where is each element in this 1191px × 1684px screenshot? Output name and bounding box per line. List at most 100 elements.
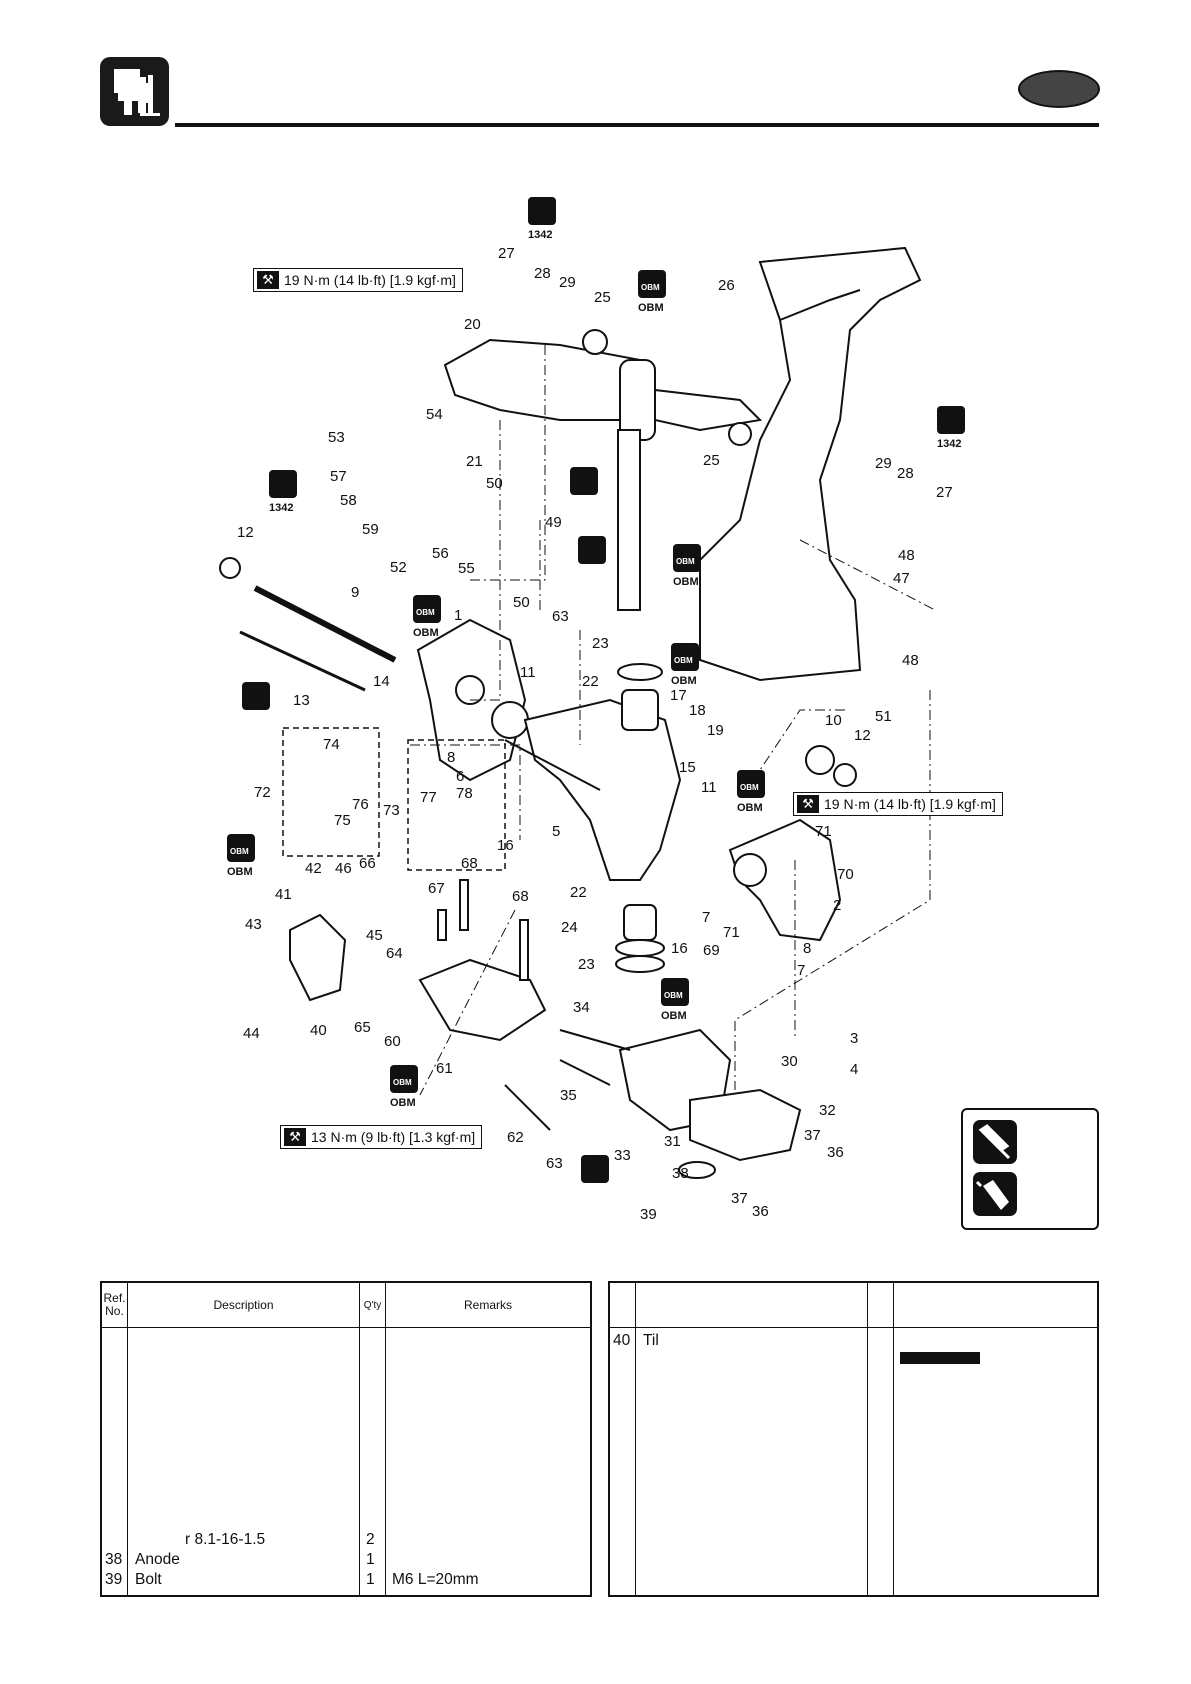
svg-text:9: 9 — [351, 584, 359, 601]
svg-text:33: 33 — [614, 1147, 631, 1164]
svg-text:50: 50 — [486, 475, 503, 492]
svg-text:OBM: OBM — [674, 656, 693, 665]
svg-text:22: 22 — [570, 884, 587, 901]
svg-text:40: 40 — [310, 1022, 327, 1039]
svg-text:1: 1 — [454, 607, 462, 624]
torque-spec-right: ⚒ 19 N·m (14 lb·ft) [1.9 kgf·m] — [793, 792, 1003, 816]
outboard-section-icon — [100, 57, 169, 126]
header-ref-no: Ref. No. — [103, 1291, 126, 1318]
qty-cell: 1 — [366, 1551, 375, 1568]
svg-text:OBM: OBM — [390, 1097, 416, 1109]
svg-text:64: 64 — [386, 945, 403, 962]
parts-table-right: 40 Til — [608, 1281, 1099, 1597]
header-rule — [175, 123, 1099, 127]
parts-table-left: Ref. No. Description Q'ty Remarks r 8.1-… — [100, 1281, 592, 1597]
svg-text:77: 77 — [420, 789, 437, 806]
svg-text:OBM: OBM — [641, 283, 660, 292]
svg-text:23: 23 — [578, 956, 595, 973]
svg-text:2: 2 — [833, 897, 841, 914]
svg-text:63: 63 — [546, 1155, 563, 1172]
svg-text:27: 27 — [936, 484, 953, 501]
wrench-icon: ⚒ — [257, 271, 279, 289]
header-description: Description — [213, 1297, 274, 1312]
language-tab-pill — [1018, 70, 1100, 108]
svg-text:25: 25 — [594, 289, 611, 306]
svg-text:OBM: OBM — [740, 783, 759, 792]
svg-text:47: 47 — [893, 570, 910, 587]
sealant-tube-icon — [973, 1172, 1017, 1216]
ref-cell: 38 — [105, 1551, 123, 1568]
redaction-bar — [900, 1352, 980, 1364]
svg-text:15: 15 — [679, 759, 696, 776]
description-cell: Til — [643, 1332, 659, 1349]
svg-text:1342: 1342 — [269, 502, 293, 514]
svg-text:8: 8 — [447, 749, 455, 766]
qty-cell: 1 — [366, 1571, 375, 1588]
svg-text:3: 3 — [850, 1030, 858, 1047]
svg-text:OBM: OBM — [673, 576, 699, 588]
svg-text:OBM: OBM — [671, 675, 697, 687]
svg-text:36: 36 — [827, 1144, 844, 1161]
svg-text:71: 71 — [815, 823, 832, 840]
description-cell: Bolt — [135, 1571, 162, 1588]
svg-text:12: 12 — [237, 524, 254, 541]
svg-text:61: 61 — [436, 1060, 453, 1077]
svg-text:12: 12 — [854, 727, 871, 744]
svg-text:45: 45 — [366, 927, 383, 944]
svg-text:OBM: OBM — [393, 1078, 412, 1087]
svg-text:OBM: OBM — [661, 1010, 687, 1022]
svg-text:11: 11 — [520, 664, 536, 681]
wrench-icon: ⚒ — [797, 795, 819, 813]
svg-text:OBM: OBM — [227, 866, 253, 878]
svg-text:31: 31 — [664, 1133, 681, 1150]
svg-text:43: 43 — [245, 916, 262, 933]
svg-text:42: 42 — [305, 860, 322, 877]
svg-text:76: 76 — [352, 796, 369, 813]
svg-text:22: 22 — [582, 673, 599, 690]
svg-text:OBM: OBM — [664, 991, 683, 1000]
svg-text:68: 68 — [461, 855, 478, 872]
svg-text:49: 49 — [545, 514, 562, 531]
svg-text:44: 44 — [243, 1025, 260, 1042]
svg-text:67: 67 — [428, 880, 445, 897]
svg-text:11: 11 — [701, 779, 717, 796]
svg-text:25: 25 — [703, 452, 720, 469]
table-header — [610, 1283, 1097, 1328]
svg-text:OBM: OBM — [737, 802, 763, 814]
description-cell: Anode — [135, 1551, 180, 1568]
svg-text:OBM: OBM — [413, 627, 439, 639]
svg-text:30: 30 — [781, 1053, 798, 1070]
svg-text:34: 34 — [573, 999, 590, 1016]
svg-text:57: 57 — [330, 468, 347, 485]
svg-text:14: 14 — [373, 673, 390, 690]
svg-text:4: 4 — [850, 1061, 858, 1078]
svg-text:36: 36 — [752, 1203, 769, 1220]
svg-text:48: 48 — [902, 652, 919, 669]
svg-text:16: 16 — [671, 940, 688, 957]
svg-text:55: 55 — [458, 560, 475, 577]
svg-text:7: 7 — [797, 962, 805, 979]
svg-text:10: 10 — [825, 712, 842, 729]
svg-text:60: 60 — [384, 1033, 401, 1050]
ref-cell: 39 — [105, 1571, 123, 1588]
svg-text:72: 72 — [254, 784, 271, 801]
svg-text:71: 71 — [723, 924, 740, 941]
svg-text:1342: 1342 — [937, 438, 961, 450]
svg-text:41: 41 — [275, 886, 292, 903]
remarks-cell: M6 L=20mm — [392, 1571, 479, 1588]
svg-text:70: 70 — [837, 866, 854, 883]
svg-text:37: 37 — [804, 1127, 821, 1144]
table-header — [102, 1283, 590, 1328]
svg-text:38: 38 — [672, 1165, 689, 1182]
wrench-icon: ⚒ — [284, 1128, 306, 1146]
torque-spec-top: ⚒ 19 N·m (14 lb·ft) [1.9 kgf·m] — [253, 268, 463, 292]
header-qty: Q'ty — [363, 1299, 382, 1311]
svg-text:29: 29 — [559, 274, 576, 291]
svg-text:18: 18 — [689, 702, 706, 719]
svg-text:62: 62 — [507, 1129, 524, 1146]
svg-text:68: 68 — [512, 888, 529, 905]
svg-text:35: 35 — [560, 1087, 577, 1104]
svg-text:20: 20 — [464, 316, 481, 333]
